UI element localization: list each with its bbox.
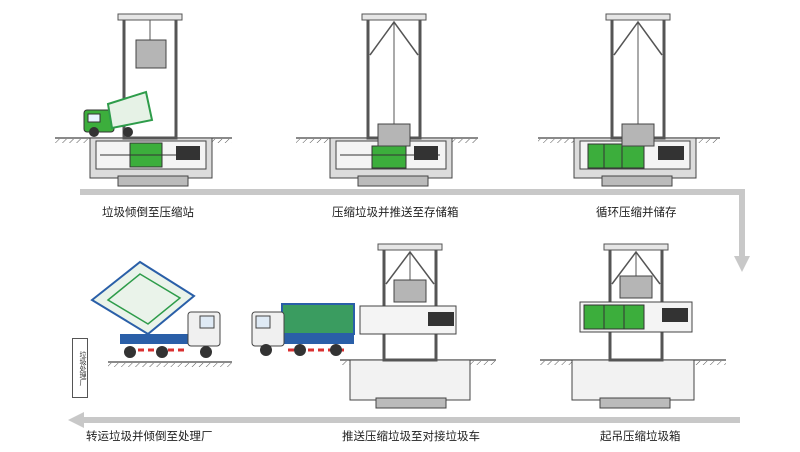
flow-arrow-bottom [68,412,740,428]
step-2-caption: 压缩垃圾并推送至存储箱 [332,205,459,219]
station-4 [540,243,726,409]
flow-arrow-top [80,189,750,272]
treatment-plant-sign: 垃圾处理厂 [72,338,88,398]
step-5-caption: 推送压缩垃圾至对接垃圾车 [342,429,480,443]
step-3-caption: 循环压缩并储存 [596,205,677,219]
station-3 [538,13,720,187]
step-1-caption: 垃圾倾倒至压缩站 [102,205,194,219]
station-6 [90,260,232,367]
station-5 [251,243,496,409]
step-4-caption: 起吊压缩垃圾箱 [600,429,681,443]
station-2 [296,13,478,187]
station-1 [55,13,232,187]
step-6-caption: 转运垃圾并倾倒至处理厂 [86,429,213,443]
